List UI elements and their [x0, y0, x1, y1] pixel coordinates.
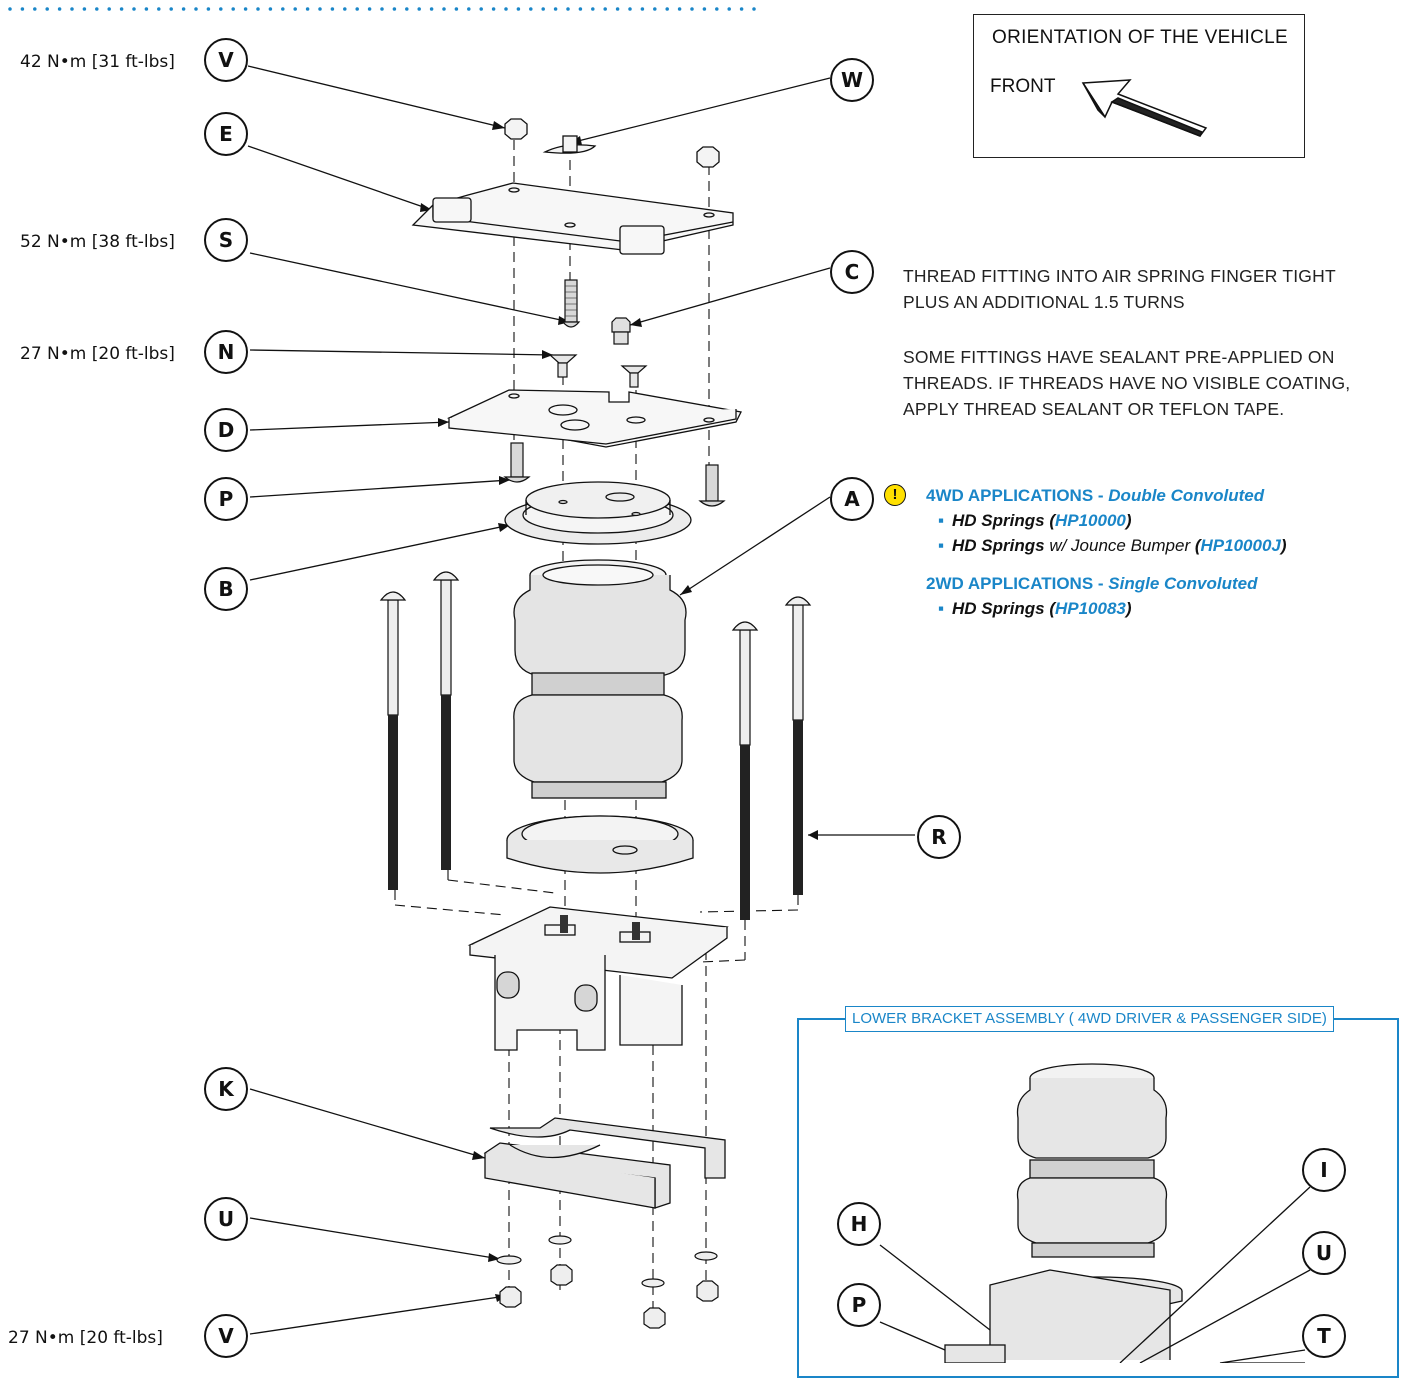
item-name: HD Springs	[952, 536, 1045, 555]
item-open: (	[1044, 599, 1055, 618]
callout-w: W	[830, 58, 874, 102]
callout-lower-p: P	[837, 1283, 881, 1327]
item-name: HD Springs	[952, 599, 1045, 618]
item-close: )	[1125, 599, 1132, 618]
fitting-note: THREAD FITTING INTO AIR SPRING FINGER TI…	[903, 263, 1336, 315]
app-4wd-label: 4WD APPLICATIONS	[926, 486, 1094, 505]
callout-v-bottom: V	[204, 1314, 248, 1358]
sealant-note-line-2: THREADS. IF THREADS HAVE NO VISIBLE COAT…	[903, 373, 1351, 393]
lower-bracket-title: LOWER BRACKET ASSEMBLY ( 4WD DRIVER & PA…	[845, 1006, 1334, 1032]
fitting-note-line-1: THREAD FITTING INTO AIR SPRING FINGER TI…	[903, 266, 1336, 286]
app-2wd-label: 2WD APPLICATIONS	[926, 574, 1094, 593]
item-close: )	[1280, 536, 1287, 555]
callout-d: D	[204, 408, 248, 452]
app-4wd-type: Double Convoluted	[1108, 486, 1265, 505]
callout-r: R	[917, 815, 961, 859]
item-part-number: HP10083	[1054, 599, 1126, 618]
item-extra: w/ Jounce Bumper	[1044, 536, 1195, 555]
callout-e: E	[204, 112, 248, 156]
orientation-title: ORIENTATION OF THE VEHICLE	[992, 27, 1289, 48]
app-2wd-type: Single Convoluted	[1108, 574, 1258, 593]
app-2wd-heading: 2WD APPLICATIONS - Single Convoluted	[926, 572, 1287, 596]
callout-k: K	[204, 1067, 248, 1111]
item-part-number: HP10000	[1054, 511, 1126, 530]
app-4wd-dash: -	[1093, 486, 1109, 505]
applications-list: 4WD APPLICATIONS - Double Convoluted ▪ HD…	[926, 484, 1287, 621]
item-name: HD Springs	[952, 511, 1045, 530]
item-part-number: HP10000J	[1200, 536, 1281, 555]
item-open: (	[1044, 511, 1055, 530]
callout-lower-h: H	[837, 1202, 881, 1246]
app-2wd-item-1: ▪ HD Springs (HP10083)	[926, 596, 1287, 621]
app-4wd-item-2: ▪ HD Springs w/ Jounce Bumper (HP10000J)	[926, 533, 1287, 558]
fitting-note-line-2: PLUS AN ADDITIONAL 1.5 TURNS	[903, 292, 1185, 312]
torque-label-s: 52 N•m [38 ft-lbs]	[20, 232, 175, 252]
torque-label-v-bottom: 27 N•m [20 ft-lbs]	[8, 1328, 163, 1348]
callout-u: U	[204, 1197, 248, 1241]
callout-lower-i: I	[1302, 1148, 1346, 1192]
top-dotted-rule	[8, 7, 764, 11]
torque-label-v-top: 42 N•m [31 ft-lbs]	[20, 52, 175, 72]
app-2wd-dash: -	[1093, 574, 1109, 593]
sealant-note: SOME FITTINGS HAVE SEALANT PRE-APPLIED O…	[903, 344, 1350, 422]
sealant-note-line-3: APPLY THREAD SEALANT OR TEFLON TAPE.	[903, 399, 1285, 419]
orientation-box: ORIENTATION OF THE VEHICLE FRONT	[973, 14, 1305, 158]
callout-v-top: V	[204, 38, 248, 82]
warning-icon: !	[884, 484, 906, 506]
orientation-front-label: FRONT	[990, 76, 1056, 97]
callout-lower-u: U	[1302, 1231, 1346, 1275]
callout-c: C	[830, 250, 874, 294]
app-4wd-item-1: ▪ HD Springs (HP10000)	[926, 508, 1287, 533]
item-close: )	[1125, 511, 1132, 530]
torque-label-n: 27 N•m [20 ft-lbs]	[20, 344, 175, 364]
callout-b: B	[204, 567, 248, 611]
callout-n: N	[204, 330, 248, 374]
bullet-icon: ▪	[938, 599, 945, 618]
sealant-note-line-1: SOME FITTINGS HAVE SEALANT PRE-APPLIED O…	[903, 347, 1335, 367]
callout-lower-t: T	[1302, 1314, 1346, 1358]
app-4wd-heading: 4WD APPLICATIONS - Double Convoluted	[926, 484, 1287, 508]
callout-s: S	[204, 218, 248, 262]
bullet-icon: ▪	[938, 511, 945, 530]
callout-a: A	[830, 477, 874, 521]
callout-p: P	[204, 477, 248, 521]
bullet-icon: ▪	[938, 536, 945, 555]
item-open: (	[1194, 536, 1201, 555]
